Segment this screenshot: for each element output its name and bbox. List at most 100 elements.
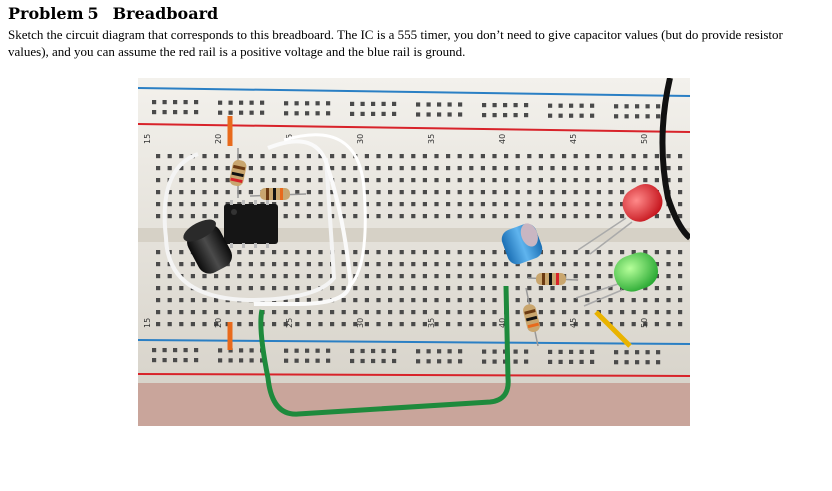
rail-hole [152,100,157,105]
terminal-hole [376,274,381,279]
terminal-hole [596,178,601,183]
terminal-hole [631,322,636,327]
terminal-hole [620,202,625,207]
terminal-hole [620,154,625,159]
terminal-hole [434,286,439,291]
rail-hole [228,348,233,353]
rail-hole [458,349,463,354]
terminal-hole [318,274,323,279]
terminal-hole [237,190,242,195]
bottom-positive-rail-line [138,373,690,377]
terminal-hole [179,322,184,327]
terminal-hole [492,178,497,183]
terminal-hole [376,166,381,171]
terminal-hole [620,166,625,171]
terminal-hole [318,298,323,303]
rail-hole [645,104,650,109]
terminal-hole [248,274,253,279]
terminal-hole [295,286,300,291]
terminal-hole [388,286,393,291]
terminal-hole [446,262,451,267]
terminal-hole [364,262,369,267]
rail-hole [503,103,508,108]
terminal-hole [376,286,381,291]
terminal-hole [202,154,207,159]
column-label-bottom: 35 [427,318,436,328]
terminal-hole [214,274,219,279]
rail-hole [381,348,386,354]
rail-hole [392,358,397,364]
terminal-hole [446,310,451,315]
rail-hole [482,349,487,354]
rail-hole [249,358,254,363]
terminal-hole [341,310,346,315]
terminal-hole [295,262,300,267]
terminal-hole [190,298,195,303]
terminal-hole [202,166,207,171]
rail-hole [194,348,199,353]
terminal-hole [376,154,381,159]
terminal-hole [272,286,277,291]
rail-hole [173,358,178,363]
rail-hole [371,358,376,364]
terminal-hole [457,178,462,183]
rail-hole [162,110,167,115]
terminal-hole [306,190,311,195]
terminal-hole [202,214,207,219]
terminal-hole [248,190,253,195]
rail-hole [350,348,355,354]
terminal-hole [666,178,671,183]
terminal-hole [341,178,346,183]
rail-hole [482,103,487,108]
terminal-hole [492,250,497,255]
terminal-hole [457,166,462,171]
terminal-hole [666,298,671,303]
rail-hole [381,358,386,364]
terminal-hole [411,286,416,291]
column-label-bottom: 30 [356,318,365,328]
terminal-hole [527,262,532,267]
terminal-hole [353,322,358,327]
rail-hole [579,103,584,108]
terminal-hole [608,250,613,255]
terminal-hole [562,154,567,159]
terminal-hole [422,250,427,255]
terminal-hole [527,286,532,291]
terminal-hole [422,310,427,315]
terminal-hole [596,322,601,327]
rail-hole [569,113,574,118]
terminal-hole [446,286,451,291]
terminal-hole [306,298,311,303]
terminal-hole [306,202,311,207]
rail-hole [152,348,157,353]
terminal-hole [562,262,567,267]
terminal-hole [411,310,416,315]
resistor-horizontal-right [527,273,579,285]
terminal-hole [666,154,671,159]
rail-hole [513,349,518,354]
rail-hole [284,348,289,353]
terminal-hole [515,154,520,159]
rail-hole [183,110,188,115]
terminal-hole [446,274,451,279]
rail-hole [173,110,178,115]
terminal-hole [272,274,277,279]
terminal-hole [457,202,462,207]
terminal-hole [538,298,543,303]
rail-hole [579,359,584,364]
terminal-hole [364,298,369,303]
rail-hole [183,348,188,353]
terminal-hole [318,250,323,255]
terminal-hole [364,202,369,207]
electrolytic-capacitor-blue [501,223,543,265]
terminal-hole [225,166,230,171]
rail-hole [624,350,629,355]
terminal-hole [480,250,485,255]
white-wire-right-loop [283,133,367,290]
terminal-hole [202,286,207,291]
terminal-hole [515,190,520,195]
terminal-hole [272,310,277,315]
rail-hole [635,360,640,365]
problem-topic: Breadboard [112,4,219,23]
terminal-hole [283,286,288,291]
